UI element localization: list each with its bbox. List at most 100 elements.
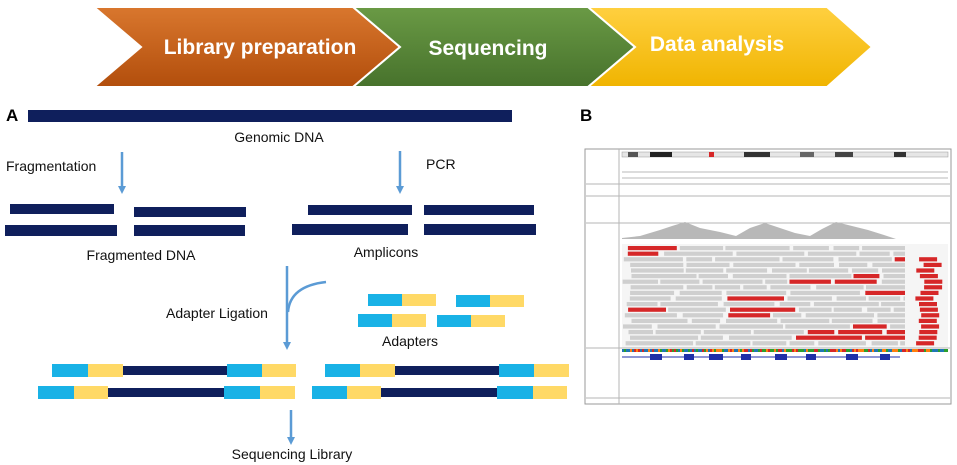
sequence-base	[860, 349, 862, 352]
sequence-base	[866, 349, 868, 352]
read-bar	[831, 318, 873, 323]
read-bar	[920, 290, 939, 295]
read-bar	[916, 341, 935, 346]
sequence-base	[724, 349, 726, 352]
sequence-base	[728, 349, 730, 352]
sequence-base	[784, 349, 786, 352]
workflow-banner: Library preparation Sequencing Data anal…	[91, 6, 874, 88]
read-bar	[923, 262, 942, 267]
read-bar	[743, 285, 767, 290]
sequence-base	[888, 349, 890, 352]
sequence-base	[628, 349, 630, 352]
read-bar	[685, 268, 724, 273]
read-bar	[730, 307, 796, 312]
sequence-base	[752, 349, 754, 352]
sequence-base	[830, 349, 832, 352]
genomic-dna-bar	[28, 110, 512, 122]
sequence-base	[834, 349, 836, 352]
read-bar	[726, 290, 787, 295]
read-bar	[686, 285, 713, 290]
read-bar	[679, 246, 724, 251]
sequence-base	[842, 349, 844, 352]
sequence-base	[740, 349, 742, 352]
sequence-base	[668, 349, 670, 352]
sequence-base	[700, 349, 702, 352]
sequence-base	[852, 349, 854, 352]
read-bar	[919, 302, 937, 307]
read-bar	[851, 268, 879, 273]
read-bar	[729, 335, 792, 340]
sequence-base	[646, 349, 648, 352]
read-bar	[682, 313, 724, 318]
read-bar	[813, 302, 879, 307]
read-bar	[628, 330, 653, 335]
read-bar	[702, 279, 763, 284]
read-bar	[807, 251, 857, 256]
sequence-base	[892, 349, 894, 352]
read-bar	[703, 330, 751, 335]
read-bar	[700, 335, 723, 340]
read-bar	[675, 296, 722, 301]
sequence-base	[684, 349, 686, 352]
read-bar	[728, 313, 771, 318]
read-bar	[664, 251, 733, 256]
sequence-base	[840, 349, 842, 352]
read-bar	[921, 324, 940, 329]
sequence-base	[846, 349, 848, 352]
sequence-base	[648, 349, 650, 352]
sequence-base	[624, 349, 626, 352]
sequence-base	[710, 349, 712, 352]
read-bar	[660, 279, 700, 284]
sequence-base	[874, 349, 876, 352]
read-bar	[785, 324, 850, 329]
sequence-base	[822, 349, 824, 352]
read-bar	[816, 285, 864, 290]
read-bar	[686, 257, 713, 262]
sequence-base	[660, 349, 662, 352]
read-bar	[796, 335, 862, 340]
amplicon-bar	[424, 205, 534, 215]
sequence-base	[696, 349, 698, 352]
read-bar	[686, 262, 730, 267]
sequence-base	[780, 349, 782, 352]
read-bar	[890, 324, 905, 329]
read-bar	[726, 268, 768, 273]
sequence-base	[678, 349, 680, 352]
sequence-base	[730, 349, 732, 352]
sequence-base	[712, 349, 714, 352]
sequence-base	[792, 349, 794, 352]
read-bar	[919, 257, 938, 262]
sequence-base	[924, 349, 926, 352]
sequence-base	[758, 349, 760, 352]
read-bar	[919, 330, 938, 335]
sequence-base	[706, 349, 708, 352]
read-bar	[789, 279, 831, 284]
read-bar	[903, 296, 905, 301]
sequence-base	[714, 349, 716, 352]
panel-a-label: A	[6, 106, 18, 125]
sequence-base	[722, 349, 724, 352]
read-bar	[881, 302, 905, 307]
read-bar	[838, 330, 883, 335]
read-bar	[726, 318, 778, 323]
sequence-base	[872, 349, 874, 352]
sequence-base	[762, 349, 764, 352]
sequence-base	[868, 349, 870, 352]
sequence-base	[654, 349, 656, 352]
sequence-base	[746, 349, 748, 352]
sequence-base	[794, 349, 796, 352]
sequence-base	[650, 349, 652, 352]
read-bar	[866, 285, 905, 290]
read-bar	[859, 251, 890, 256]
read-bar	[918, 318, 937, 323]
read-bar	[798, 307, 832, 312]
read-bar	[916, 268, 935, 273]
sequence-base	[800, 349, 802, 352]
sequence-base	[676, 349, 678, 352]
adapter-pair	[368, 294, 436, 306]
sequence-base	[882, 349, 884, 352]
fragment-bar	[10, 204, 114, 214]
adapter-pair	[437, 315, 505, 327]
sequence-base	[836, 349, 838, 352]
read-bar	[630, 285, 684, 290]
